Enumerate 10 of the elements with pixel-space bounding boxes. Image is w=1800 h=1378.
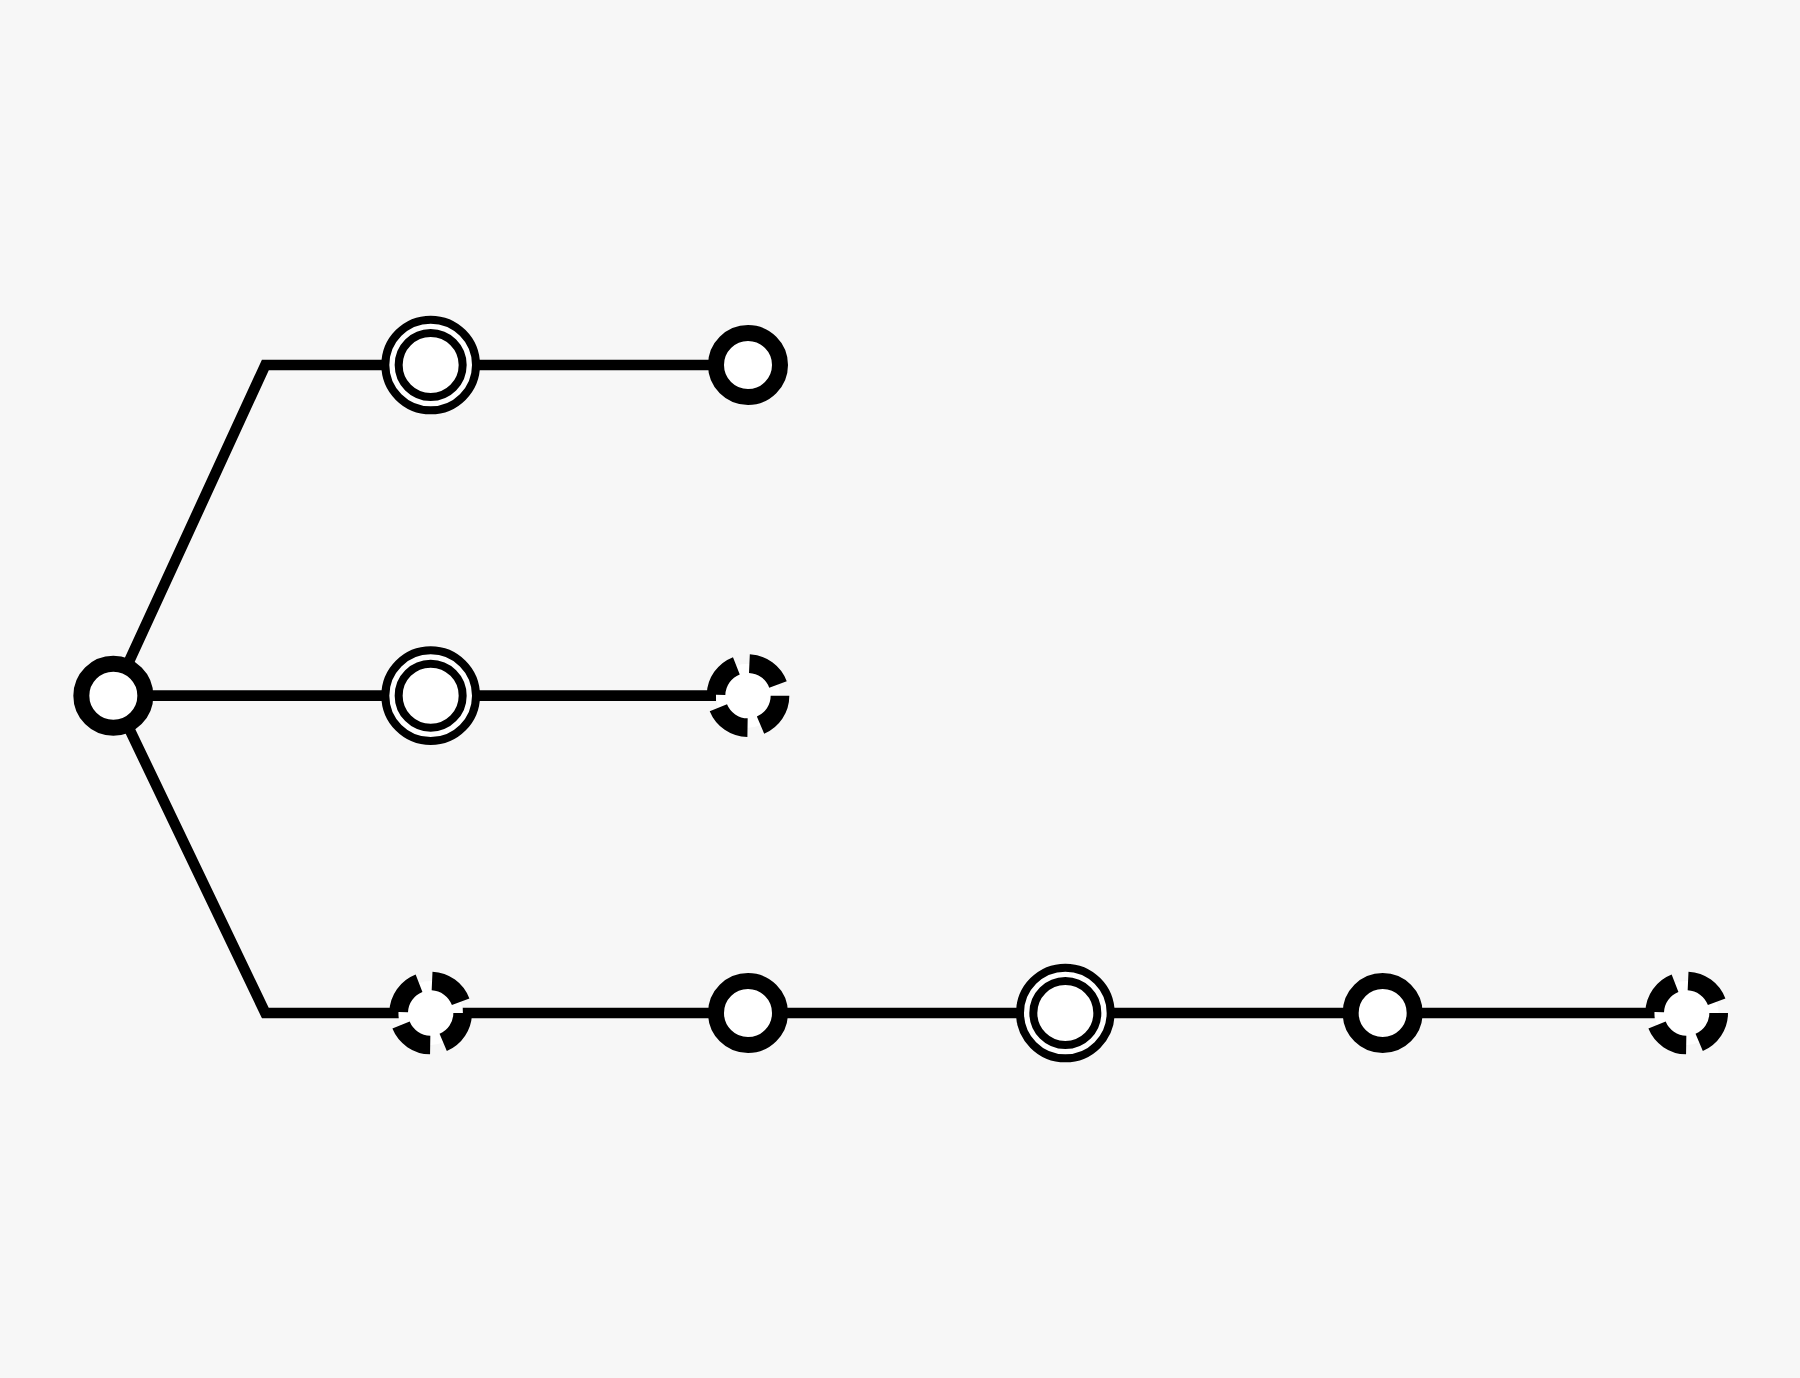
node-circle bbox=[381, 646, 480, 745]
node-circle bbox=[708, 325, 788, 405]
node-circle bbox=[73, 655, 154, 736]
node-circle bbox=[1342, 973, 1423, 1053]
node-circle bbox=[1016, 963, 1115, 1063]
node-circle bbox=[389, 971, 472, 1055]
node-circle bbox=[1645, 971, 1728, 1055]
node-circle bbox=[381, 315, 480, 415]
node-circle bbox=[708, 973, 788, 1053]
node-circle bbox=[706, 654, 790, 737]
